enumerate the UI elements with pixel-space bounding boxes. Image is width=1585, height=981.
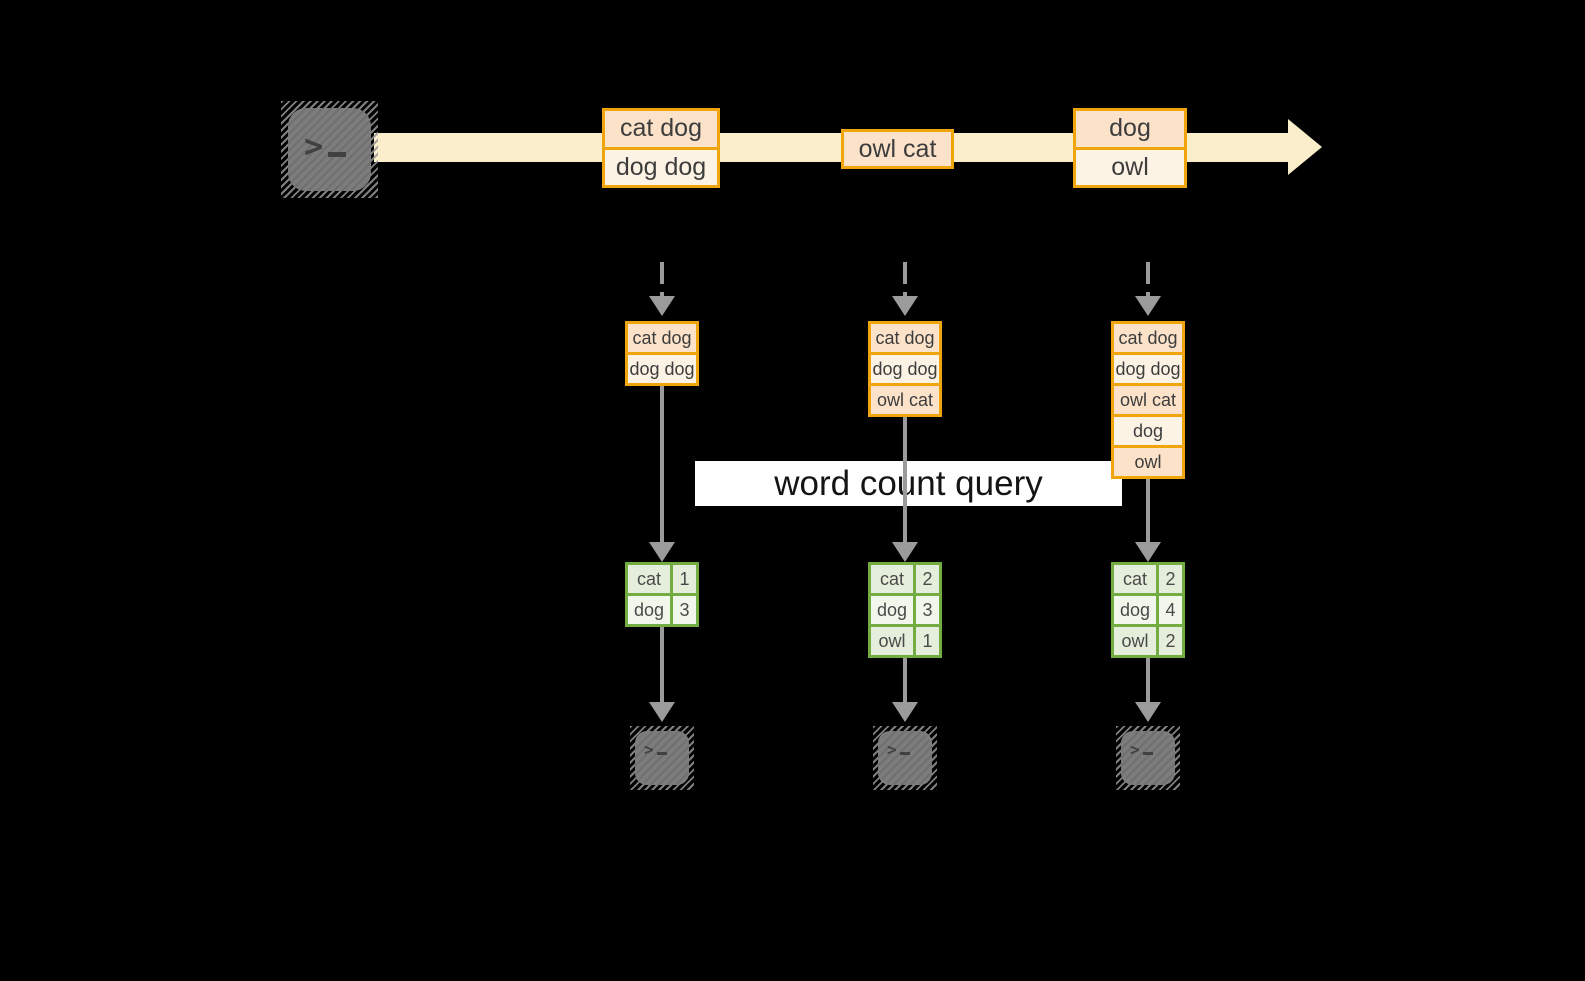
count-cell: 1 — [916, 627, 939, 655]
buffer-row: owl — [1114, 448, 1182, 476]
count-cell: 3 — [916, 596, 939, 624]
word-cell: owl — [871, 627, 913, 655]
output-terminal-icon-1: > — [630, 726, 694, 790]
query-arrowhead-icon-1 — [649, 542, 675, 562]
buffer-row: dog — [1114, 417, 1182, 445]
buffer-stack-1: cat dog dog dog — [625, 321, 699, 386]
count-table-3: cat 2 dog 4 owl 2 — [1111, 562, 1185, 658]
query-arrow-line-2 — [903, 417, 907, 544]
buffer-row: cat dog — [1114, 324, 1182, 352]
count-table-1: cat 1 dog 3 — [625, 562, 699, 627]
buffer-row: owl cat — [871, 386, 939, 414]
query-banner-label: word count query — [774, 463, 1043, 503]
ingest-arrow-line-3 — [1146, 262, 1150, 296]
output-terminal-icon-2: > — [873, 726, 937, 790]
count-cell: 3 — [673, 596, 696, 624]
word-cell: cat — [628, 565, 670, 593]
terminal-screen: > — [878, 731, 932, 785]
query-arrow-line-1 — [660, 386, 664, 544]
word-cell: dog — [1114, 596, 1156, 624]
terminal-screen: > — [635, 731, 689, 785]
buffer-row: dog dog — [871, 355, 939, 383]
terminal-prompt-icon: > — [887, 742, 910, 758]
terminal-prompt-icon: > — [644, 742, 667, 758]
output-arrowhead-icon-2 — [892, 702, 918, 722]
output-arrowhead-icon-1 — [649, 702, 675, 722]
query-arrowhead-icon-2 — [892, 542, 918, 562]
event-cell: owl cat — [844, 132, 951, 166]
event-box-1: cat dog dog dog — [602, 108, 720, 188]
count-cell: 2 — [1159, 565, 1182, 593]
buffer-row: cat dog — [871, 324, 939, 352]
buffer-row: cat dog — [628, 324, 696, 352]
output-arrowhead-icon-3 — [1135, 702, 1161, 722]
output-arrow-line-1 — [660, 627, 664, 704]
output-arrow-line-3 — [1146, 658, 1150, 704]
ingest-arrowhead-icon-1 — [649, 296, 675, 316]
count-cell: 4 — [1159, 596, 1182, 624]
query-arrowhead-icon-3 — [1135, 542, 1161, 562]
buffer-row: dog dog — [1114, 355, 1182, 383]
terminal-prompt-icon: > — [1130, 742, 1153, 758]
ingest-arrowhead-icon-3 — [1135, 296, 1161, 316]
ingest-arrowhead-icon-2 — [892, 296, 918, 316]
event-box-2: owl cat — [841, 129, 954, 169]
ingest-arrow-line-1 — [660, 262, 664, 296]
word-cell: cat — [871, 565, 913, 593]
event-cell: owl — [1076, 149, 1184, 185]
output-arrow-line-2 — [903, 658, 907, 704]
count-cell: 2 — [1159, 627, 1182, 655]
ingest-arrow-line-2 — [903, 262, 907, 296]
event-cell: dog — [1076, 111, 1184, 147]
event-cell: dog dog — [605, 149, 717, 185]
word-cell: cat — [1114, 565, 1156, 593]
word-cell: owl — [1114, 627, 1156, 655]
count-cell: 2 — [916, 565, 939, 593]
query-banner: word count query — [695, 461, 1122, 506]
query-arrow-line-3 — [1146, 479, 1150, 544]
word-cell: dog — [628, 596, 670, 624]
output-terminal-icon-3: > — [1116, 726, 1180, 790]
count-table-2: cat 2 dog 3 owl 1 — [868, 562, 942, 658]
event-cell: cat dog — [605, 111, 717, 147]
word-cell: dog — [871, 596, 913, 624]
source-terminal-icon: > — [281, 101, 378, 198]
buffer-stack-2: cat dog dog dog owl cat — [868, 321, 942, 417]
count-cell: 1 — [673, 565, 696, 593]
buffer-row: owl cat — [1114, 386, 1182, 414]
event-box-3: dog owl — [1073, 108, 1187, 188]
terminal-screen: > — [1121, 731, 1175, 785]
terminal-prompt-icon: > — [304, 130, 347, 162]
buffer-row: dog dog — [628, 355, 696, 383]
buffer-stack-3: cat dog dog dog owl cat dog owl — [1111, 321, 1185, 479]
stream-arrowhead-icon — [1288, 119, 1322, 175]
terminal-screen: > — [288, 108, 371, 191]
